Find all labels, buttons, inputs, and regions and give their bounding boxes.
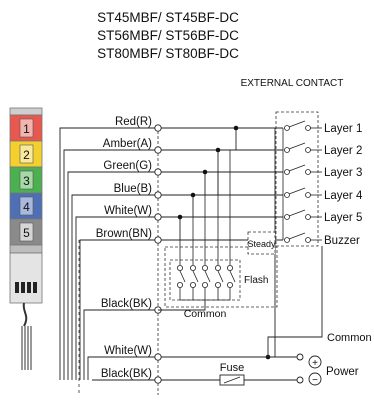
output-label: Layer 3	[324, 167, 362, 179]
wire-label: Amber(A)	[103, 138, 152, 150]
contact-switch-layer-3	[284, 164, 322, 175]
terminal-circle	[154, 236, 162, 244]
steady-box	[247, 231, 276, 255]
signal-tower: 1 2 3 4 5	[9, 107, 43, 370]
flash-switch-block: Flash Steady Common	[158, 150, 278, 320]
power-minus-terminal	[296, 376, 304, 384]
tower-layer-4: 4	[9, 192, 43, 220]
wire-label: Black(BK)	[101, 368, 152, 380]
terminal-circle	[154, 146, 162, 154]
tower-layer-number: 2	[23, 148, 30, 162]
common-line	[267, 246, 323, 357]
wire-label: White(W)	[104, 205, 152, 217]
tower-cable	[22, 302, 28, 327]
model-line-2: ST56MBF/ ST56BF-DC	[97, 28, 239, 43]
contact-switch-layer-4	[284, 187, 322, 198]
tower-cap	[9, 107, 43, 116]
terminal-circle	[154, 213, 162, 221]
tower-layer-number: 1	[23, 122, 30, 136]
wire-red	[59, 127, 155, 380]
tower-layer-2: 2	[9, 140, 43, 168]
output-label: Layer 4	[324, 190, 363, 202]
tower-base	[9, 252, 43, 304]
common-label: Common	[327, 332, 372, 344]
tower-base-vent-icon	[15, 282, 37, 293]
wire-label: Blue(B)	[114, 183, 153, 195]
output-label: Buzzer	[324, 235, 360, 247]
model-line-1: ST45MBF/ ST45BF-DC	[97, 10, 239, 25]
tower-layer-3: 3	[9, 166, 43, 194]
output-label: Layer 1	[324, 123, 362, 135]
power-label: Power	[326, 366, 359, 378]
contact-switch-layer-5	[284, 209, 322, 220]
flash-steady-outline	[164, 246, 278, 308]
output-label: Layer 5	[324, 212, 362, 224]
wire-label: Red(R)	[115, 116, 152, 128]
wire-white-power	[87, 356, 155, 380]
output-label: Layer 2	[324, 145, 362, 157]
tower-layer-number: 4	[23, 200, 30, 214]
wire-brown	[79, 239, 155, 380]
wire-label: Black(BK)	[101, 298, 152, 310]
terminal-circle	[154, 376, 162, 384]
wire-white	[75, 216, 155, 380]
terminal-circle	[154, 124, 162, 132]
terminal-circle	[154, 353, 162, 361]
flash-common-line	[158, 300, 206, 311]
plus-symbol: +	[312, 358, 318, 369]
wire-green	[67, 171, 155, 380]
flash-label: Flash	[244, 275, 268, 286]
power-plus-terminal	[296, 353, 304, 361]
terminal-circle	[154, 191, 162, 199]
tower-layer-1: 1	[9, 114, 43, 142]
power-section: Common Fuse + − Power	[161, 246, 372, 386]
minus-symbol: −	[312, 375, 318, 386]
wire-label: Brown(BN)	[96, 228, 152, 240]
minus-symbol-icon	[308, 372, 322, 386]
wire-labels: Red(R) Amber(A) Green(G) Blue(B) White(W…	[96, 116, 152, 380]
output-labels: Layer 1 Layer 2 Layer 3 Layer 4 Layer 5 …	[324, 123, 363, 247]
plus-symbol-icon	[308, 355, 322, 369]
tower-separator	[9, 244, 43, 254]
tower-layer-5: 5	[9, 218, 43, 246]
wire-harness	[59, 127, 155, 381]
tower-layer-number: 3	[23, 174, 30, 188]
flash-switch-contacts	[176, 150, 236, 301]
terminal-circle	[154, 168, 162, 176]
wire-label: White(W)	[104, 345, 152, 357]
contact-switch-layer-1	[284, 120, 322, 131]
external-contact-label: EXTERNAL CONTACT	[241, 78, 344, 89]
external-contact-box	[275, 111, 319, 247]
tower-layer-number: 5	[23, 226, 30, 240]
wire-label: Green(G)	[103, 160, 152, 172]
external-contact-switches	[282, 120, 322, 243]
wire-blue	[71, 194, 155, 380]
tower-cable-bundle	[21, 326, 32, 370]
wire-amber	[63, 149, 155, 380]
common-box-label: Common	[184, 308, 227, 320]
contact-switch-buzzer	[284, 232, 322, 243]
steady-label: Steady	[247, 239, 276, 249]
model-line-3: ST80MBF/ ST80BF-DC	[97, 46, 239, 61]
wire-black	[83, 309, 155, 380]
fuse-label: Fuse	[220, 362, 244, 374]
fuse-element	[223, 376, 241, 384]
contact-switch-layer-2	[284, 142, 322, 153]
